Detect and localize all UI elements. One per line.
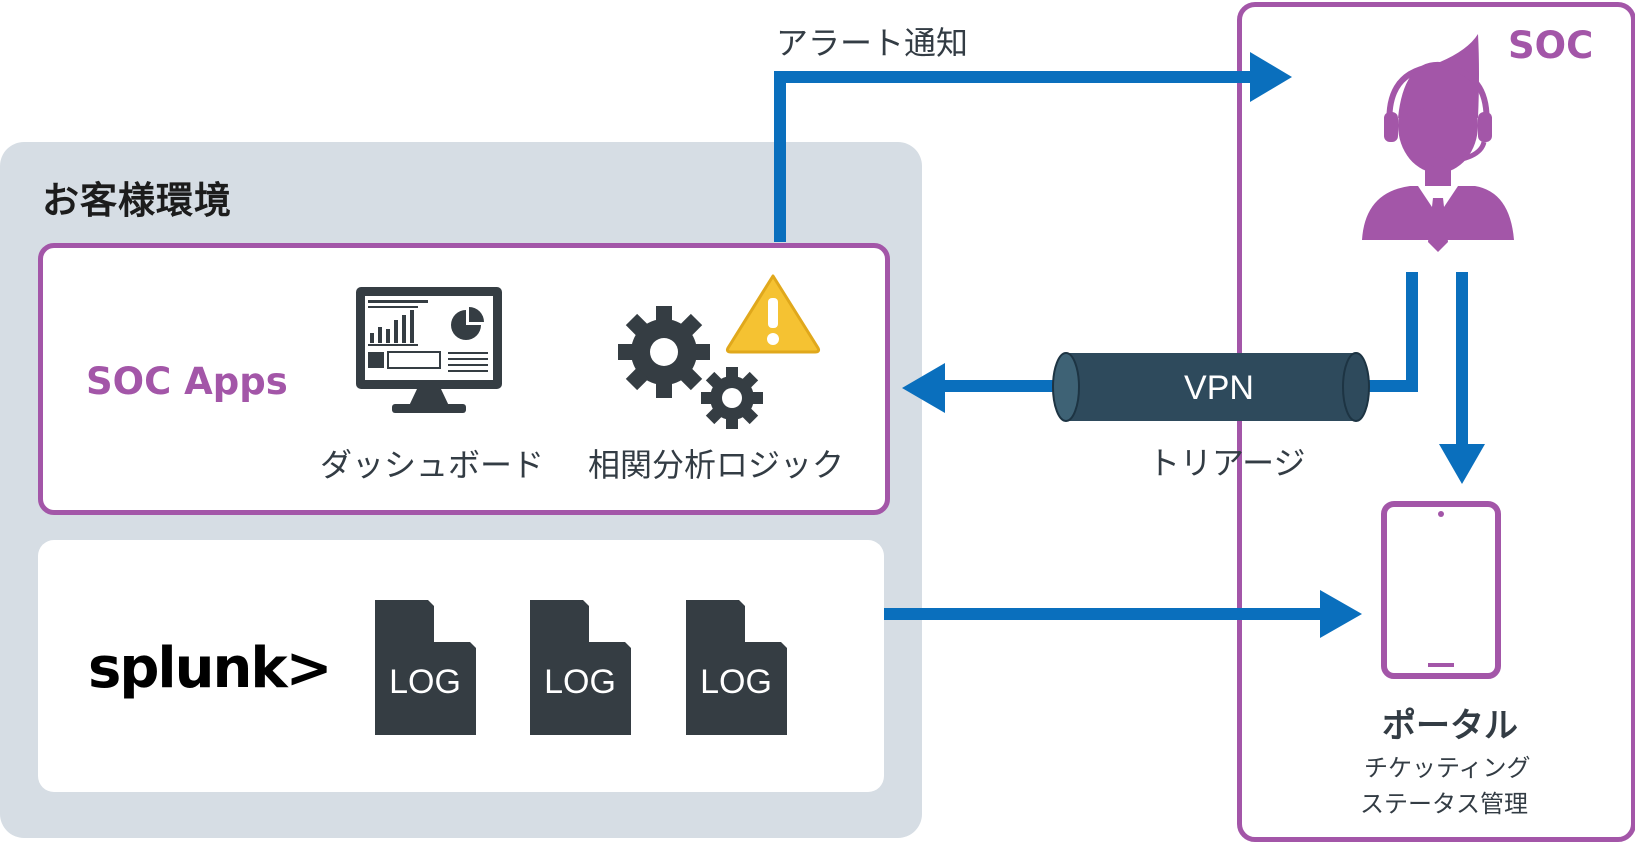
portal-status-label: ステータス管理: [1360, 790, 1528, 818]
log-file-icon: LOG: [686, 600, 787, 735]
alert-arrow: [774, 52, 1292, 242]
gears-icon: [618, 306, 763, 429]
vpn-label: VPN: [1184, 369, 1254, 407]
log-file-icon: LOG: [375, 600, 476, 735]
portal-title: ポータル: [1382, 706, 1518, 746]
alert-notification-label: アラート通知: [776, 24, 969, 62]
soc-apps-title: SOC Apps: [86, 360, 288, 403]
correlation-logic-label: 相関分析ロジック: [588, 446, 845, 484]
soc-title: SOC: [1508, 24, 1594, 67]
log-file-label: LOG: [389, 663, 461, 701]
log-to-portal-arrow: [884, 590, 1362, 638]
vpn-tunnel: VPN: [1052, 352, 1370, 422]
warning-icon: [725, 274, 821, 354]
log-file-icon: LOG: [530, 600, 631, 735]
dashboard-monitor-icon: [356, 287, 502, 413]
portal-ticketing-label: チケッティング: [1364, 754, 1531, 782]
splunk-logo: splunk>: [88, 636, 333, 701]
operator-to-portal-arrow: [1439, 272, 1485, 484]
dashboard-label: ダッシュボード: [320, 446, 545, 484]
triage-label: トリアージ: [1148, 444, 1306, 482]
log-file-label: LOG: [700, 663, 772, 701]
operator-icon: [1362, 34, 1514, 252]
customer-environment-title: お客様環境: [42, 179, 232, 222]
log-file-label: LOG: [544, 663, 616, 701]
tablet-icon: [1381, 501, 1501, 679]
